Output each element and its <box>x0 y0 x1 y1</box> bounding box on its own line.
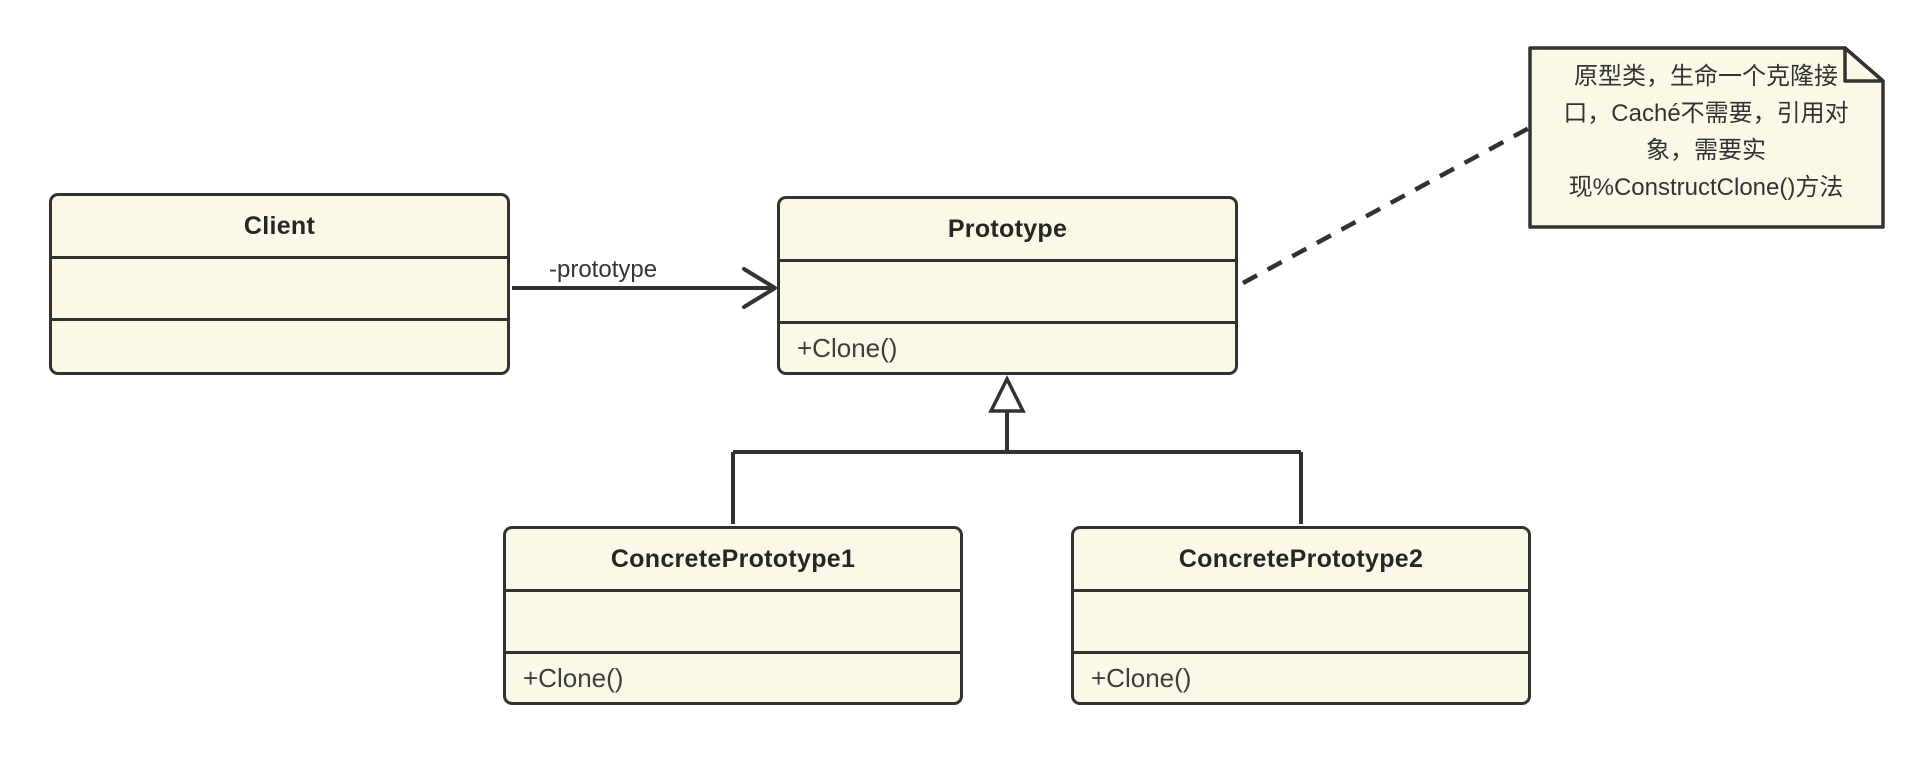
generalization-hollow-triangle-icon <box>988 375 1026 413</box>
note-shape[interactable] <box>1528 46 1885 229</box>
note-folded-corner-icon <box>1843 46 1885 83</box>
class-title: Prototype <box>780 199 1235 262</box>
note-text-line: 原型类，生命一个克隆接 <box>1574 63 1838 90</box>
association-open-arrowhead-icon <box>742 267 777 309</box>
class-box-concrete-prototype-2[interactable]: ConcretePrototype2 +Clone() <box>1071 526 1531 705</box>
class-method-label: +Clone() <box>797 332 898 363</box>
class-methods-compartment <box>52 321 507 372</box>
class-title: Client <box>52 196 507 259</box>
class-method-label: +Clone() <box>523 662 624 693</box>
class-box-concrete-prototype-1[interactable]: ConcretePrototype1 +Clone() <box>503 526 963 705</box>
note-text-line: 象，需要实 <box>1646 137 1766 164</box>
association-label: -prototype <box>549 256 658 283</box>
note-anchor-dashed-line[interactable] <box>1241 126 1531 285</box>
class-methods-compartment: +Clone() <box>1074 654 1528 702</box>
note-text: 原型类，生命一个克隆接 口，Caché不需要，引用对 象，需要实 现%Const… <box>1534 58 1878 206</box>
note-text-line: 口，Caché不需要，引用对 <box>1563 100 1849 127</box>
class-box-client[interactable]: Client <box>49 193 510 375</box>
class-attributes-compartment <box>780 262 1235 324</box>
class-box-prototype[interactable]: Prototype +Clone() <box>777 196 1238 375</box>
class-title: ConcretePrototype1 <box>506 529 960 592</box>
class-methods-compartment: +Clone() <box>506 654 960 702</box>
class-methods-compartment: +Clone() <box>780 324 1235 372</box>
class-method-label: +Clone() <box>1091 662 1192 693</box>
class-title: ConcretePrototype2 <box>1074 529 1528 592</box>
generalization-lines[interactable] <box>731 412 1303 524</box>
note-text-line: 现%ConstructClone()方法 <box>1568 174 1844 201</box>
class-attributes-compartment <box>506 592 960 654</box>
class-attributes-compartment <box>52 259 507 321</box>
class-attributes-compartment <box>1074 592 1528 654</box>
